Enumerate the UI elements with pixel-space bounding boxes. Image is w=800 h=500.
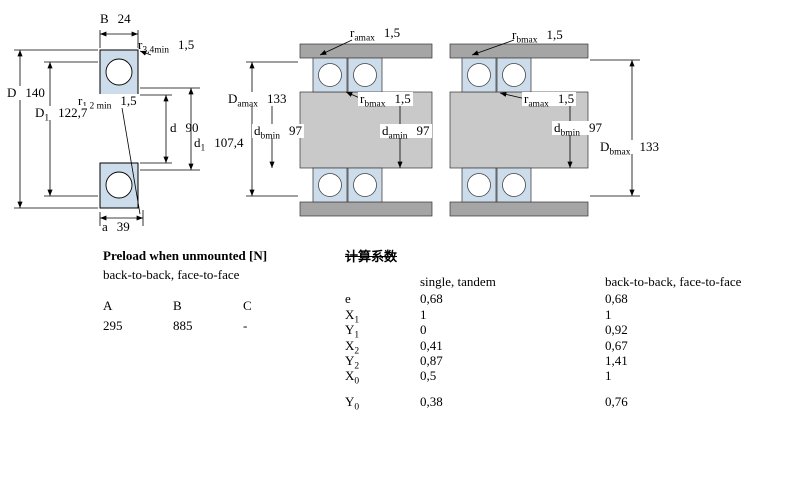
dim-symbol: dbmin (254, 123, 281, 142)
dim-symbol: ramax (524, 91, 549, 110)
dim-value: 1,5 (178, 37, 195, 52)
dim-symbol: D1 (35, 105, 50, 124)
preload-table: Preload when unmounted [N] back-to-back,… (103, 248, 313, 334)
dim-value: 97 (289, 123, 303, 138)
dim-symbol: Damax (228, 91, 258, 110)
preload-header-row: A B C (103, 298, 313, 314)
dim-label-D: D 140 (5, 86, 47, 100)
factor-symbol: X2 (345, 337, 360, 357)
factor-value-paired: 0,76 (605, 393, 628, 409)
dim-value: 140 (25, 85, 45, 100)
dim-value: 24 (117, 11, 131, 26)
dim-symbol: d (170, 120, 177, 135)
dim-label-d: d 90 (170, 121, 199, 135)
dim-value: 1,5 (383, 25, 401, 40)
dim-value: 39 (116, 219, 130, 234)
factor-value-single: 0,87 (420, 353, 443, 369)
dim-label-r12: r1,2 min 1,5 (76, 93, 139, 112)
dim-value: 1,5 (546, 27, 563, 42)
factor-value-paired: 0,68 (605, 291, 628, 307)
factor-value-single: 1 (420, 306, 427, 322)
dim-symbol: a (102, 219, 108, 234)
factor-value-single: 0,38 (420, 393, 443, 409)
preload-value-b: 885 (173, 318, 193, 333)
dim-symbol: dbmin (554, 120, 581, 139)
factor-value-single: 0,41 (420, 337, 443, 353)
preload-subtitle: back-to-back, face-to-face (103, 267, 240, 282)
factors-row-e: e 0,68 0,68 (345, 291, 741, 306)
dim-value: 90 (185, 120, 199, 135)
preload-header-c: C (243, 298, 252, 313)
factors-header-row: single, tandem back-to-back, face-to-fac… (345, 274, 741, 289)
dim-value: 97 (589, 120, 603, 135)
factor-value-single: 0,68 (420, 291, 443, 307)
dim-label-rbmax-2: rbmax 1,5 (512, 27, 563, 46)
factor-value-paired: 1 (605, 306, 612, 322)
dim-label-d1: d1 107,4 (194, 135, 244, 154)
preload-value-a: 295 (103, 318, 123, 333)
preload-value-c: - (243, 318, 248, 333)
dim-symbol: r1,2 min (78, 93, 112, 112)
factors-row-y2: Y2 0,87 1,41 (345, 353, 741, 372)
factor-symbol: X1 (345, 306, 360, 326)
dim-label-a: a 39 (102, 220, 130, 234)
factor-value-paired: 1,41 (605, 353, 628, 369)
dim-symbol: Dbmax (600, 139, 631, 158)
preload-title: Preload when unmounted [N] (103, 248, 268, 263)
factors-header-back-to-back: back-to-back, face-to-face (605, 274, 742, 289)
dim-label-ramax-1: ramax 1,5 (350, 25, 401, 44)
dim-value: 1,5 (120, 93, 137, 108)
dim-value: 122,7 (58, 105, 88, 120)
dim-label-rbmax-1: rbmax 1,5 (358, 91, 413, 110)
dim-symbol: ramax (350, 25, 375, 44)
dim-value: 133 (266, 91, 287, 106)
dim-label-ramax-2: ramax 1,5 (522, 91, 577, 110)
dim-symbol: B (100, 11, 109, 26)
factors-row-x0: X0 0,5 1 (345, 368, 741, 388)
diagram1-dimension-lines (14, 30, 200, 226)
dim-symbol: rbmax (360, 91, 386, 110)
dim-label-damin: damin 97 (380, 123, 432, 142)
preload-header-b: B (173, 298, 182, 313)
single-bearing-cross-section (99, 49, 141, 215)
dim-symbol: D (7, 85, 17, 100)
factors-row-x1: X1 1 1 (345, 306, 741, 326)
factor-value-single: 0,5 (420, 368, 437, 384)
dim-label-D1: D1 122,7 (33, 105, 90, 124)
factor-value-paired: 0,92 (605, 322, 628, 338)
dim-symbol: d1 (194, 135, 206, 154)
factor-value-paired: 1 (605, 368, 612, 384)
dim-label-Dbmax: Dbmax 133 (598, 139, 661, 158)
dim-value: 107,4 (214, 135, 244, 150)
factor-symbol: Y0 (345, 393, 360, 413)
factor-symbol: e (345, 291, 351, 307)
factors-row-x2: X2 0,41 0,67 (345, 337, 741, 357)
factors-row-y1: Y1 0 0,92 (345, 322, 741, 341)
preload-value-row: 295 885 - (103, 318, 313, 334)
factor-symbol: X0 (345, 368, 360, 388)
factor-value-paired: 0,67 (605, 337, 628, 353)
dim-label-dbmin-1: dbmin 97 (252, 123, 305, 142)
dim-value: 97 (416, 123, 430, 138)
factor-value-single: 0 (420, 322, 427, 338)
dim-symbol: rbmax (512, 27, 538, 46)
dim-value: 133 (639, 139, 660, 154)
factors-row-y0: Y0 0,38 0,76 (345, 393, 741, 413)
preload-header-a: A (103, 298, 113, 313)
factor-symbol: Y1 (345, 322, 360, 341)
dim-value: 1,5 (394, 91, 411, 106)
calculation-factors-table: 计算系数 single, tandem back-to-back, face-t… (345, 246, 741, 413)
factors-header-single-tandem: single, tandem (420, 274, 496, 289)
dim-symbol: damin (382, 123, 408, 142)
dim-label-Damax: Damax 133 (226, 91, 289, 110)
dim-label-r34: r3,4min 1,5 (138, 37, 195, 56)
factors-title: 计算系数 (345, 249, 398, 264)
factor-symbol: Y2 (345, 353, 360, 372)
dim-label-B: B 24 (100, 12, 131, 26)
factors-corner-cell (345, 274, 420, 289)
dim-label-dbmin-2: dbmin 97 (552, 120, 605, 139)
dim-value: 1,5 (557, 91, 575, 106)
dim-symbol: r3,4min (138, 37, 169, 56)
